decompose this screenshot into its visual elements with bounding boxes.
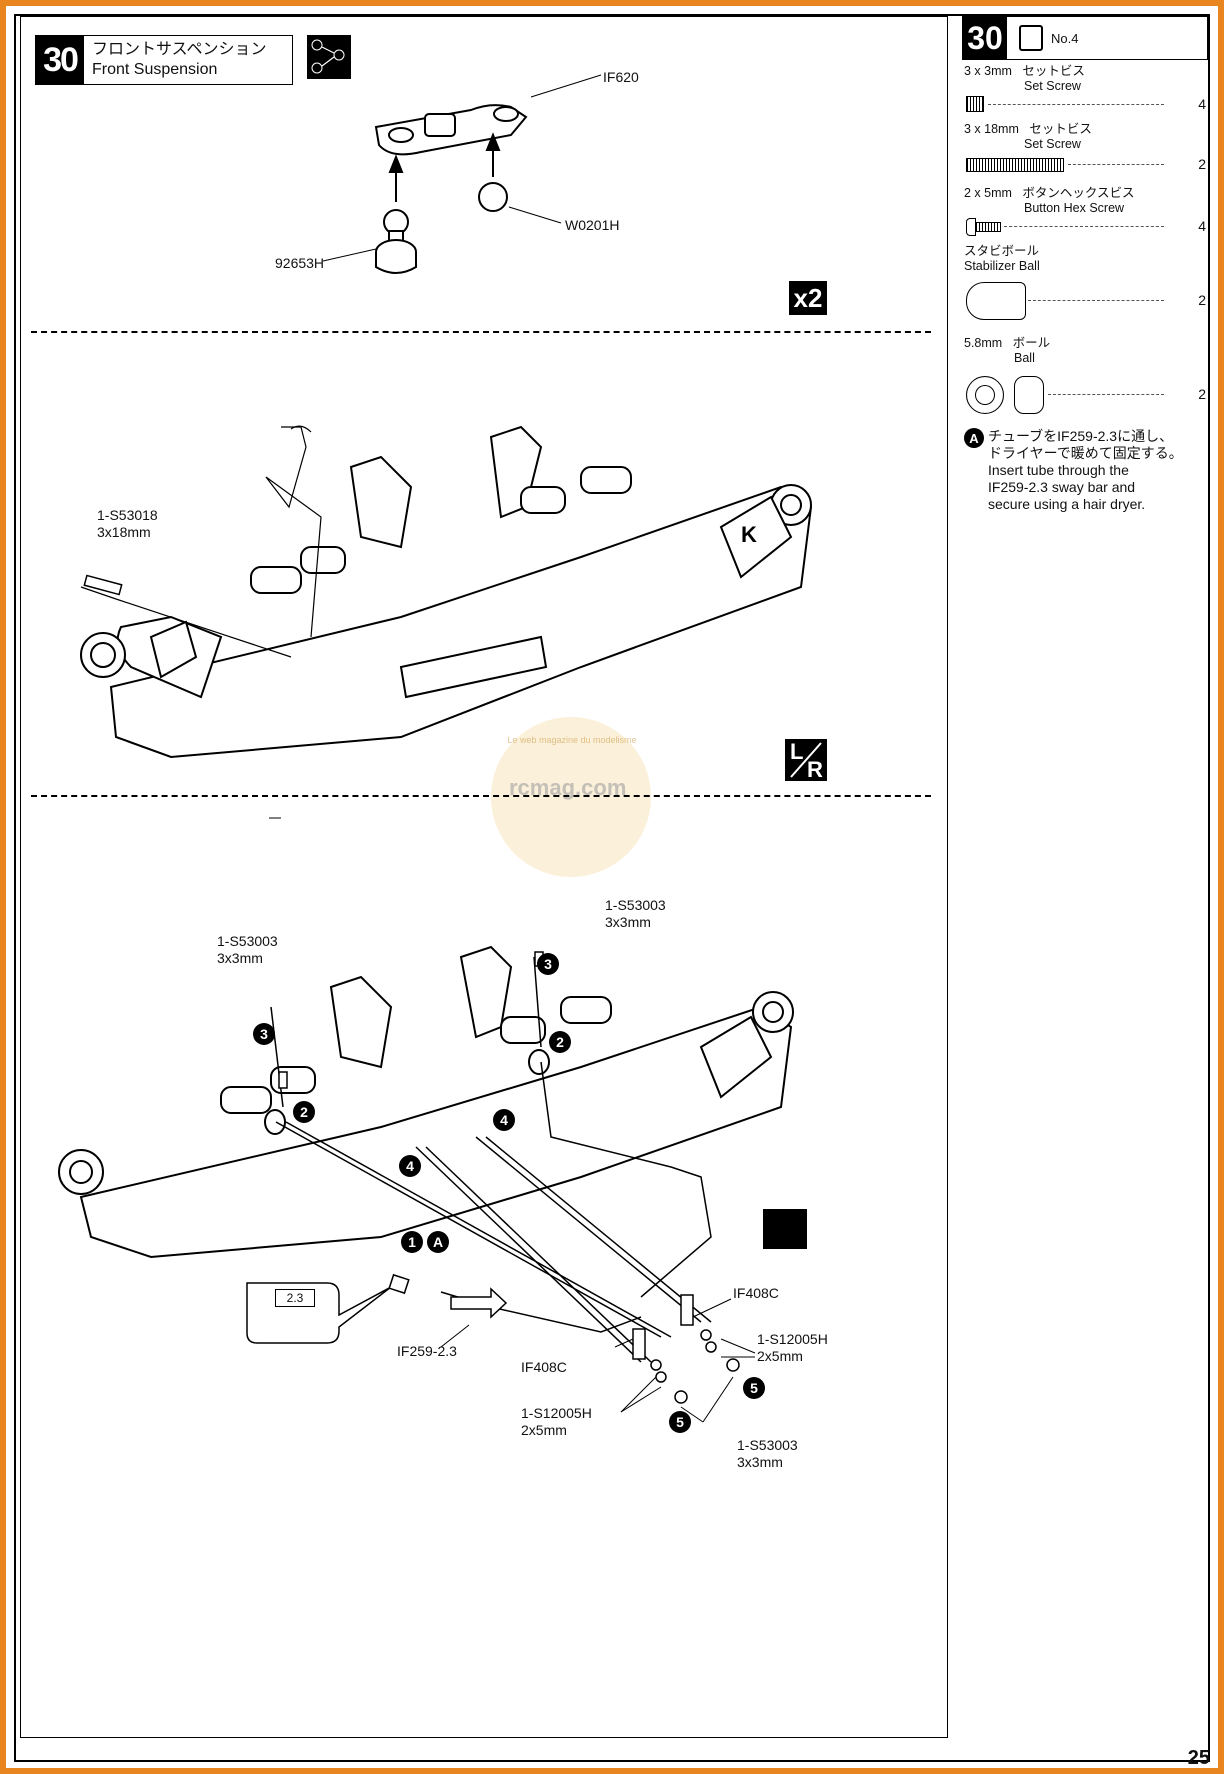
step-marker-4-left: 4 — [399, 1155, 421, 1177]
label-92653h: 92653H — [275, 255, 325, 271]
part-row: 3 x 18mm セットビス Set Screw 2 — [964, 122, 1206, 184]
step-title-jp: フロントサスペンション — [92, 41, 267, 58]
label-s53018: 1-S53018 — [97, 507, 158, 523]
chassis-diagram-1: K — [80, 425, 813, 759]
label-if408c-right: IF408C — [733, 1285, 779, 1301]
note-jp-line-2: ドライヤーで暖めて固定する。 — [988, 445, 1183, 461]
assembly-note: A チューブをIF259-2.3に通し、 ドライヤーで暖めて固定する。 Inse… — [964, 428, 1208, 513]
part-row: 3 x 3mm セットビス Set Screw 4 — [964, 64, 1206, 124]
page-number: 25 — [1187, 1747, 1210, 1769]
label-left-s53003: 1-S53003 — [217, 933, 278, 949]
long-screw-icon — [966, 158, 1064, 172]
link-diagram — [322, 74, 602, 274]
part-size: 3 x 18mm — [964, 122, 1019, 136]
svg-text:K: K — [741, 522, 757, 547]
part-name-jp: セットビス — [1022, 64, 1085, 78]
parts-sidebar: 30 No.4 3 x 3mm セットビス Set Screw 4 3 x 18… — [962, 16, 1212, 1738]
part-size: 2 x 5mm — [964, 186, 1012, 200]
part-qty: 4 — [1198, 218, 1206, 234]
part-qty: 2 — [1198, 156, 1206, 172]
part-name-en: Ball — [1014, 351, 1035, 365]
part-qty: 4 — [1198, 96, 1206, 112]
step-marker-1: 1 — [401, 1231, 423, 1253]
sidebar-step-number: 30 — [963, 17, 1007, 59]
step-title-en: Front Suspension — [92, 61, 218, 78]
leader-line — [1004, 226, 1164, 227]
label-right-s53003: 1-S53003 — [605, 897, 666, 913]
sequence-icon — [307, 35, 351, 79]
watermark-text: rcmag.com — [509, 775, 627, 800]
step-marker-a: A — [427, 1231, 449, 1253]
label-left-3x3: 3x3mm — [217, 950, 263, 966]
label-s12005h-right: 1-S12005H — [757, 1331, 828, 1347]
ball-side-icon — [1014, 376, 1044, 414]
step-marker-2-right: 2 — [549, 1031, 571, 1053]
leader-line — [1028, 300, 1164, 301]
bag-icon — [1019, 25, 1043, 51]
step-header: 30 フロントサスペンション Front Suspension — [35, 35, 293, 85]
label-3x3-bottom: 3x3mm — [737, 1454, 783, 1470]
label-w0201h: W0201H — [565, 217, 620, 233]
multiplier-badge: x2 — [789, 281, 827, 315]
part-size: 3 x 3mm — [964, 64, 1012, 78]
step-marker-3-right: 3 — [537, 953, 559, 975]
button-hex-screw-thread-icon — [975, 222, 1001, 232]
step-marker-2-left: 2 — [293, 1101, 315, 1123]
stabilizer-ball-icon — [966, 282, 1026, 320]
label-s53003-bottom: 1-S53003 — [737, 1437, 798, 1453]
part-row: 2 x 5mm ボタンヘックスビス Button Hex Screw 4 — [964, 186, 1206, 246]
part-row: スタビボール Stabilizer Ball 2 — [964, 244, 1206, 330]
part-name-en: Set Screw — [1024, 137, 1081, 151]
sidebar-header: 30 No.4 — [962, 16, 1208, 60]
part-qty: 2 — [1198, 292, 1206, 308]
watermark-logo: rcmag.com Le web magazine du modelisme — [491, 717, 651, 877]
chassis-diagram-2 — [58, 817, 807, 1423]
label-s12005h-left: 1-S12005H — [521, 1405, 592, 1421]
section-divider — [31, 331, 931, 333]
part-name-jp: セットビス — [1029, 122, 1092, 136]
inner-border — [14, 14, 1210, 1762]
gauge-label: 2.3 — [275, 1289, 315, 1307]
part-name-en: Stabilizer Ball — [964, 259, 1040, 273]
leader-line — [1068, 164, 1164, 165]
part-size: 5.8mm — [964, 336, 1003, 350]
badge-r: R — [807, 757, 823, 782]
part-name-en: Set Screw — [1024, 79, 1081, 93]
part-name-jp: ボール — [1012, 336, 1051, 350]
note-en-line-2: IF259-2.3 sway bar and — [988, 479, 1136, 495]
note-en-line-3: secure using a hair dryer. — [988, 496, 1146, 512]
step-marker-3-left: 3 — [253, 1023, 275, 1045]
left-right-badge: L R — [785, 739, 827, 782]
note-jp-line-1: チューブをIF259-2.3に通し、 — [988, 428, 1174, 444]
label-if259: IF259-2.3 — [397, 1343, 457, 1359]
step-marker-4-right: 4 — [493, 1109, 515, 1131]
instruction-panel: 30 フロントサスペンション Front Suspension — [20, 16, 948, 1738]
part-row: 5.8mm ボール Ball 2 — [964, 336, 1206, 416]
section-divider-2 — [31, 795, 931, 797]
part-name-jp: スタビボール — [964, 244, 1040, 258]
label-2x5-right: 2x5mm — [757, 1348, 803, 1364]
part-name-jp: ボタンヘックスビス — [1022, 186, 1135, 200]
label-if408c-left: IF408C — [521, 1359, 567, 1375]
label-3x18: 3x18mm — [97, 524, 151, 540]
set-screw-icon — [966, 96, 984, 112]
watermark-ring-text: Le web magazine du modelisme — [507, 735, 637, 745]
part-name-en: Button Hex Screw — [1024, 201, 1125, 215]
leader-line — [1048, 394, 1164, 395]
label-right-3x3: 3x3mm — [605, 914, 651, 930]
part-qty: 2 — [1198, 386, 1206, 402]
leader-line — [988, 104, 1164, 105]
step-marker-5-right: 5 — [743, 1377, 765, 1399]
step-marker-5-left: 5 — [669, 1411, 691, 1433]
ball-front-icon — [966, 376, 1004, 414]
bag-label: No.4 — [1051, 30, 1079, 46]
label-if620: IF620 — [603, 69, 639, 85]
badge-l: L — [790, 739, 804, 764]
note-en-line-1: Insert tube through the — [988, 462, 1129, 478]
step-number: 30 — [36, 36, 84, 84]
note-marker: A — [964, 428, 984, 448]
label-2x5-left: 2x5mm — [521, 1422, 567, 1438]
